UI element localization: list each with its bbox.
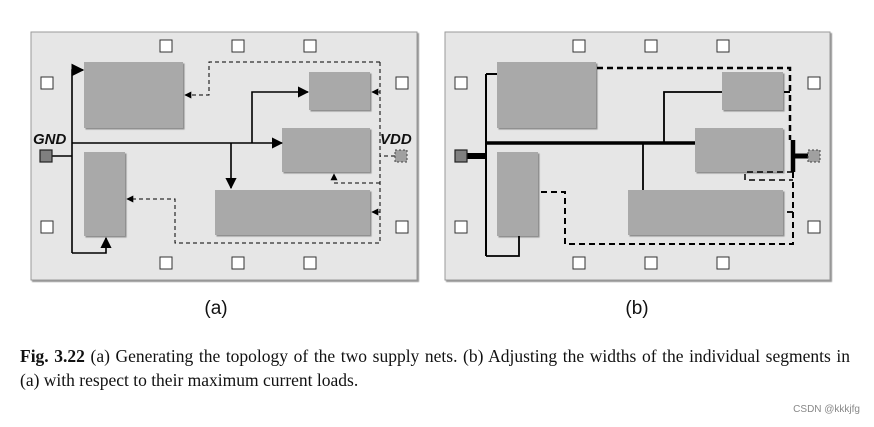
io-pad: [454, 220, 468, 234]
block: [309, 72, 370, 110]
block: [282, 128, 370, 172]
blocks-a: [84, 62, 370, 236]
panel-b-label: (b): [625, 298, 648, 319]
gnd-net-b: [467, 73, 722, 257]
block: [84, 152, 125, 236]
vdd-pin-a: [394, 149, 408, 163]
block: [628, 190, 783, 235]
block: [215, 190, 370, 235]
io-pad: [454, 76, 468, 90]
vdd-pin-b: [807, 149, 821, 163]
caption-text: (a) Generating the topology of the two s…: [20, 346, 850, 390]
io-pad: [644, 256, 658, 270]
io-pad: [159, 256, 173, 270]
io-pad: [572, 256, 586, 270]
io-pad: [572, 39, 586, 53]
io-pad: [644, 39, 658, 53]
io-pad: [716, 39, 730, 53]
vdd-net-b: [539, 66, 808, 245]
block: [722, 72, 783, 110]
io-pad: [395, 220, 409, 234]
block: [497, 152, 538, 236]
figure-number: Fig. 3.22: [20, 346, 85, 366]
watermark: CSDN @kkkjfg: [793, 404, 860, 415]
io-pad: [807, 220, 821, 234]
io-pad: [303, 39, 317, 53]
gnd-label: GND: [33, 131, 67, 148]
panel-a: GND VDD (a): [30, 31, 418, 319]
gnd-pin-b: [454, 149, 468, 163]
io-pad: [40, 220, 54, 234]
io-pad: [159, 39, 173, 53]
io-pad: [807, 76, 821, 90]
io-pads-b: [454, 39, 821, 270]
io-pad: [395, 76, 409, 90]
vdd-label: VDD: [380, 131, 412, 148]
gnd-pin-a: [39, 149, 53, 163]
blocks-b: [497, 62, 783, 236]
io-pad: [303, 256, 317, 270]
panel-b: (b): [444, 31, 831, 319]
io-pad: [231, 256, 245, 270]
io-pad: [231, 39, 245, 53]
vdd-net-a: [126, 61, 395, 244]
io-pad: [716, 256, 730, 270]
block: [695, 128, 783, 172]
io-pad: [40, 76, 54, 90]
io-pads-a: [40, 39, 409, 270]
block: [497, 62, 596, 128]
gnd-net-a: [52, 63, 310, 254]
block: [84, 62, 183, 128]
figure-caption: Fig. 3.22 (a) Generating the topology of…: [20, 344, 850, 392]
panel-a-label: (a): [204, 298, 227, 319]
